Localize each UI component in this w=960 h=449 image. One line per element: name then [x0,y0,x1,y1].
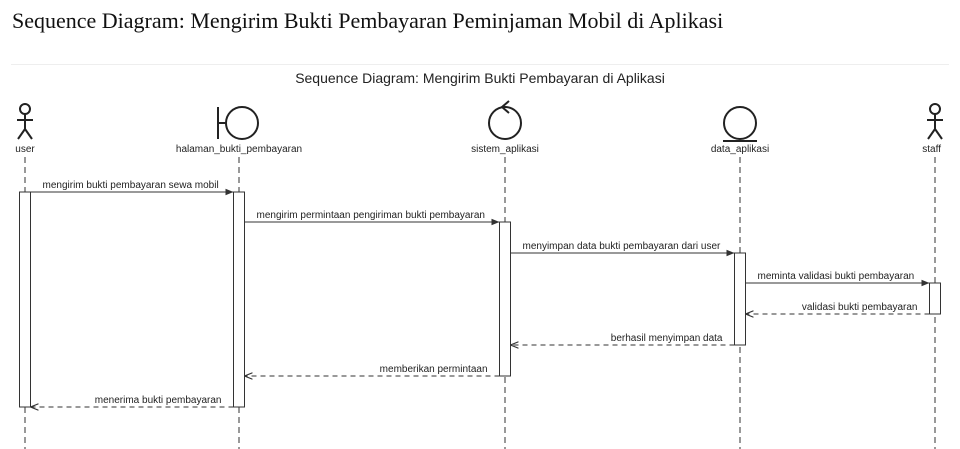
message-label-3: menyimpan data bukti pembayaran dari use… [523,241,722,252]
boundary-icon [217,106,259,140]
diagram-title: Sequence Diagram: Mengirim Bukti Pembaya… [295,70,665,86]
participant-label-halaman: halaman_bukti_pembayaran [176,144,302,155]
message-label-6: berhasil menyimpan data [611,333,723,344]
message-label-8: menerima bukti pembayaran [95,395,222,406]
message-label-4: meminta validasi bukti pembayaran [758,271,915,282]
activation-bar-sistem [499,221,511,377]
participant-label-sistem: sistem_aplikasi [471,144,539,155]
activation-bar-staff [929,282,941,315]
actor-icon [927,103,943,140]
control-icon [488,100,522,140]
activation-bar-halaman [233,191,245,408]
message-label-7: memberikan permintaan [380,364,488,375]
entity-icon [723,106,757,142]
message-label-5: validasi bukti pembayaran [802,302,918,313]
message-label-2: mengirim permintaan pengiriman bukti pem… [257,210,485,221]
participant-label-user: user [15,144,35,155]
page-heading: Sequence Diagram: Mengirim Bukti Pembaya… [12,8,724,33]
sequence-diagram-canvas: Sequence Diagram: Mengirim Bukti Pembaya… [15,70,943,449]
sequence-diagram: Sequence Diagram: Mengirim Bukti Pembaya… [11,64,949,449]
activation-bar-data [734,252,746,346]
participant-label-staff: staff [922,144,941,155]
activation-bar-user [19,191,31,408]
participant-label-data: data_aplikasi [711,144,769,155]
message-label-1: mengirim bukti pembayaran sewa mobil [43,180,219,191]
actor-icon [17,103,33,140]
